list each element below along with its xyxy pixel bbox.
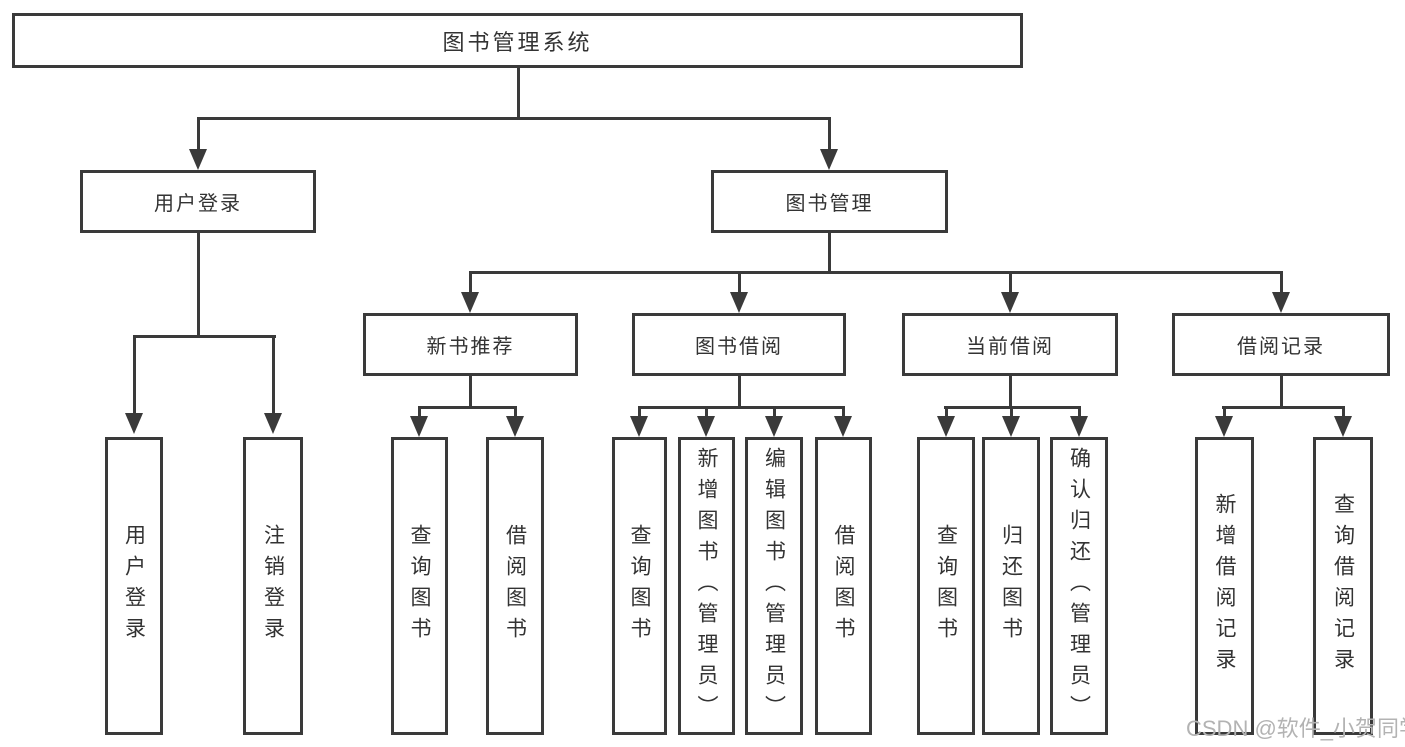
connector-drop-rec-borrow-book <box>514 406 517 418</box>
connector-user-login-trunk <box>197 231 200 337</box>
node-leaf-cb-confirm-return: 确认归还（管理员） <box>1050 437 1108 735</box>
arrow-down-icon <box>1070 416 1088 437</box>
arrow-down-icon <box>765 416 783 437</box>
node-leaf-bb-add-book-label: 新增图书（管理员） <box>695 446 718 726</box>
node-leaf-cb-return-book: 归还图书 <box>982 437 1040 735</box>
arrow-down-icon <box>1334 416 1352 437</box>
connector-drop-bb-query-book <box>638 406 641 418</box>
arrow-down-icon <box>506 416 524 437</box>
connector-drop-bb-edit-book <box>773 406 776 418</box>
arrow-down-icon <box>820 149 838 170</box>
connector-drop-cb-confirm-return <box>1078 406 1081 418</box>
connector-drop-bb-borrow-book <box>842 406 845 418</box>
node-leaf-user-login: 用户登录 <box>105 437 163 735</box>
arrow-down-icon <box>410 416 428 437</box>
arrow-down-icon <box>937 416 955 437</box>
node-new-book-recommend: 新书推荐 <box>363 313 578 376</box>
node-leaf-bb-add-book: 新增图书（管理员） <box>678 437 735 735</box>
connector-drop-book-borrow <box>738 271 741 295</box>
connector-drop-borrow-records <box>1280 271 1283 295</box>
node-leaf-logout: 注销登录 <box>243 437 303 735</box>
arrow-down-icon <box>1272 292 1290 313</box>
connector-drop-book-management <box>828 117 831 151</box>
connector-drop-rec-query-book <box>418 406 421 418</box>
connector-borrow-records-hbar <box>1222 406 1345 409</box>
csdn-watermark: CSDN @软件_小贺同学 <box>1186 716 1405 741</box>
arrow-down-icon <box>1001 292 1019 313</box>
node-new-book-recommend-label: 新书推荐 <box>426 336 515 358</box>
node-leaf-br-query-record-label: 查询借阅记录 <box>1331 493 1355 679</box>
arrow-down-icon <box>1215 416 1233 437</box>
node-book-management-label: 图书管理 <box>785 193 874 215</box>
connector-current-borrow-trunk <box>1009 374 1012 408</box>
connector-drop-new-book-recommend <box>469 271 472 295</box>
node-leaf-cb-query-book-label: 查询图书 <box>934 524 958 648</box>
node-leaf-cb-confirm-return-label: 确认归还（管理员） <box>1067 446 1091 726</box>
connector-user-login-hbar <box>133 335 276 338</box>
node-leaf-br-add-record-label: 新增借阅记录 <box>1213 493 1236 679</box>
node-borrow-records: 借阅记录 <box>1172 313 1390 376</box>
connector-drop-current-borrow <box>1009 271 1012 295</box>
node-leaf-br-add-record: 新增借阅记录 <box>1195 437 1254 735</box>
connector-level3-hbar <box>469 271 1283 274</box>
arrow-down-icon <box>1002 416 1020 437</box>
node-leaf-rec-borrow-book-label: 借阅图书 <box>503 524 527 648</box>
connector-drop-bb-add-book <box>705 406 708 418</box>
connector-new-book-recommend-trunk <box>469 374 472 408</box>
node-leaf-br-query-record: 查询借阅记录 <box>1313 437 1373 735</box>
node-user-login-label: 用户登录 <box>154 193 242 215</box>
node-leaf-rec-query-book-label: 查询图书 <box>408 524 431 648</box>
node-current-borrow: 当前借阅 <box>902 313 1118 376</box>
connector-drop-leaf-user-login <box>133 335 136 415</box>
node-leaf-rec-query-book: 查询图书 <box>391 437 448 735</box>
node-book-borrow: 图书借阅 <box>632 313 846 376</box>
arrow-down-icon <box>189 149 207 170</box>
node-leaf-bb-borrow-book-label: 借阅图书 <box>832 524 855 648</box>
node-current-borrow-label: 当前借阅 <box>966 336 1054 358</box>
node-leaf-logout-label: 注销登录 <box>261 524 285 648</box>
connector-book-borrow-hbar <box>638 406 845 409</box>
connector-drop-user-login <box>197 117 200 151</box>
node-leaf-bb-edit-book: 编辑图书（管理员） <box>745 437 803 735</box>
node-leaf-rec-borrow-book: 借阅图书 <box>486 437 544 735</box>
node-leaf-cb-query-book: 查询图书 <box>917 437 975 735</box>
connector-book-borrow-trunk <box>738 374 741 408</box>
arrow-down-icon <box>630 416 648 437</box>
node-library-system: 图书管理系统 <box>12 13 1023 68</box>
node-borrow-records-label: 借阅记录 <box>1237 336 1325 358</box>
node-book-management: 图书管理 <box>711 170 948 233</box>
arrow-down-icon <box>834 416 852 437</box>
arrow-down-icon <box>697 416 715 437</box>
node-leaf-bb-edit-book-label: 编辑图书（管理员） <box>762 446 786 726</box>
node-leaf-bb-query-book-label: 查询图书 <box>628 524 651 648</box>
connector-root-hbar <box>197 117 831 120</box>
node-leaf-user-login-label: 用户登录 <box>122 524 146 648</box>
connector-root-trunk <box>517 66 520 119</box>
arrow-down-icon <box>125 413 143 434</box>
connector-drop-br-query-record <box>1342 406 1345 418</box>
arrow-down-icon <box>264 413 282 434</box>
arrow-down-icon <box>730 292 748 313</box>
connector-borrow-records-trunk <box>1280 374 1283 408</box>
node-leaf-cb-return-book-label: 归还图书 <box>999 524 1023 648</box>
connector-drop-leaf-logout <box>272 335 275 415</box>
connector-book-management-trunk <box>828 231 831 273</box>
connector-drop-cb-return-book <box>1010 406 1013 418</box>
connector-new-book-recommend-hbar <box>418 406 517 409</box>
node-leaf-bb-query-book: 查询图书 <box>612 437 667 735</box>
arrow-down-icon <box>461 292 479 313</box>
node-leaf-bb-borrow-book: 借阅图书 <box>815 437 872 735</box>
node-library-system-label: 图书管理系统 <box>442 29 593 55</box>
connector-drop-br-add-record <box>1223 406 1226 418</box>
node-user-login: 用户登录 <box>80 170 316 233</box>
node-book-borrow-label: 图书借阅 <box>695 336 783 358</box>
connector-drop-cb-query-book <box>945 406 948 418</box>
